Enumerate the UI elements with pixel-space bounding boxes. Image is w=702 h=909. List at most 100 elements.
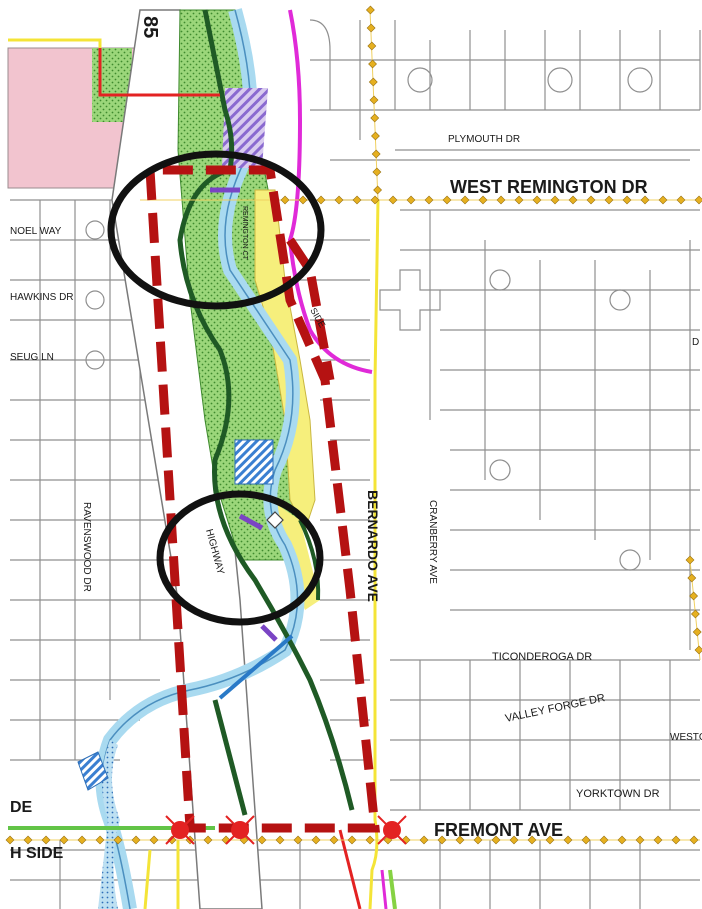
bikeway-dot xyxy=(367,41,377,51)
bikeway-dot xyxy=(131,835,141,845)
bikeway-dot xyxy=(455,835,465,845)
bikeway-dot xyxy=(373,185,383,195)
red-trail xyxy=(98,48,220,97)
blue-connector xyxy=(218,634,294,700)
bikeway-dot xyxy=(311,835,321,845)
bikeway-dot xyxy=(334,195,344,205)
bikeway-dot xyxy=(622,195,632,205)
street-label-west-remington: WEST REMINGTON DR xyxy=(450,177,648,197)
bikeway-dot xyxy=(167,835,177,845)
bikeway-dot xyxy=(371,131,380,141)
street-label-ticonderoga: TICONDEROGA DR xyxy=(492,651,592,663)
bikeway-dot xyxy=(41,835,51,845)
bikeway-dot xyxy=(690,609,700,619)
bikeway-dot xyxy=(604,195,614,205)
bikeway-dot xyxy=(316,195,326,205)
bikeway-dot xyxy=(95,835,105,845)
street-label-west-cut: WESTC xyxy=(670,732,702,743)
street-label-plymouth: PLYMOUTH DR xyxy=(448,134,520,145)
street-label-fremont: FREMONT AVE xyxy=(434,820,563,840)
bikeway-dot xyxy=(581,835,591,845)
bikeway-dot xyxy=(5,835,15,845)
bikeway-dot xyxy=(419,835,429,845)
bikeway-dot xyxy=(149,835,159,845)
bikeway-dot xyxy=(370,195,380,205)
bikeway-dot xyxy=(388,195,398,205)
street-label-d-cut: D xyxy=(692,337,699,348)
bikeway-dot xyxy=(509,835,519,845)
bikeway-dot xyxy=(352,195,362,205)
bikeway-dot xyxy=(293,835,303,845)
bikeway-dot xyxy=(653,835,663,845)
bikeway-dot xyxy=(550,195,560,205)
bikeway-dot xyxy=(685,555,695,565)
bikeway-dot xyxy=(532,195,542,205)
bikeway-dot xyxy=(692,627,702,637)
focus-circle-north xyxy=(107,150,325,310)
bikeway-dot xyxy=(437,835,447,845)
bikeway-dot xyxy=(689,835,699,845)
street-label-ravenswood: RAVENSWOOD DR xyxy=(81,502,92,592)
bikeway-dot xyxy=(635,835,645,845)
bikeway-dot xyxy=(599,835,609,845)
bikeway-dot xyxy=(280,195,290,205)
bikeway-dot xyxy=(514,195,524,205)
bikeway-dot xyxy=(370,113,380,123)
bikeway-dot xyxy=(275,835,285,845)
study-boundary xyxy=(145,165,380,833)
blue-hatched-area xyxy=(234,439,274,485)
bikeway-dot xyxy=(406,195,416,205)
bikeway-dot xyxy=(617,835,627,845)
bikeway-dot xyxy=(298,195,308,205)
street-label-de-cut: DE xyxy=(10,799,33,816)
street-label-th-side: H SIDE xyxy=(10,845,64,862)
bikeway-dot xyxy=(676,195,686,205)
green-trail xyxy=(177,9,355,811)
bikeway-dot xyxy=(478,195,488,205)
bikeway-dot xyxy=(491,835,501,845)
magenta-trail xyxy=(287,9,373,374)
bikeway-dot xyxy=(23,835,33,845)
bikeway-dot xyxy=(257,835,267,845)
bikeway-dot xyxy=(563,835,573,845)
bikeway-dot xyxy=(658,195,668,205)
focus-circle-south xyxy=(156,490,324,626)
bikeway-dot xyxy=(442,195,452,205)
street-label-hawkins: HAWKINS DR xyxy=(10,292,74,303)
bikeway-dot xyxy=(329,835,339,845)
bikeway-dot xyxy=(640,195,650,205)
bikeway-dot xyxy=(77,835,87,845)
street-label-bernardo: BERNARDO AVE xyxy=(365,490,381,602)
route-number-label: 85 xyxy=(139,16,161,38)
bikeway-dot xyxy=(113,835,123,845)
bikeway-dot xyxy=(366,23,376,33)
bikeway-dot xyxy=(369,95,379,105)
yellow-road-top xyxy=(8,38,102,48)
street-label-noel: NOEL WAY xyxy=(10,226,62,237)
bikeway-dot xyxy=(671,835,681,845)
bikeway-dot xyxy=(496,195,506,205)
bikeway-dot xyxy=(59,835,69,845)
bikeway-dot xyxy=(365,835,375,845)
bikeway-dot xyxy=(689,591,699,601)
street-label-cranberry: CRANBERRY AVE xyxy=(427,500,438,584)
bikeway-dot xyxy=(527,835,537,845)
bikeway-dot xyxy=(586,195,596,205)
bikeway-dot xyxy=(568,195,578,205)
bikeway-dot xyxy=(545,835,555,845)
bernardo-ave-road xyxy=(368,199,380,909)
bikeway-dot xyxy=(371,149,381,159)
bikeway-dot xyxy=(460,195,470,205)
bikeway-dot xyxy=(368,59,377,69)
bikeway-dot xyxy=(368,77,378,87)
bikeway-dot xyxy=(473,835,483,845)
bikeway-dot xyxy=(687,573,697,583)
bikeway-dot xyxy=(372,167,382,177)
bikeway-dot xyxy=(365,5,375,15)
bikeway-dot xyxy=(347,835,357,845)
street-label-yorktown: YORKTOWN DR xyxy=(576,788,660,800)
street-label-remington-ct: REMINGTON CT xyxy=(241,206,248,261)
bikeway-dot xyxy=(424,195,434,205)
street-label-seug: SEUG LN xyxy=(10,352,54,363)
